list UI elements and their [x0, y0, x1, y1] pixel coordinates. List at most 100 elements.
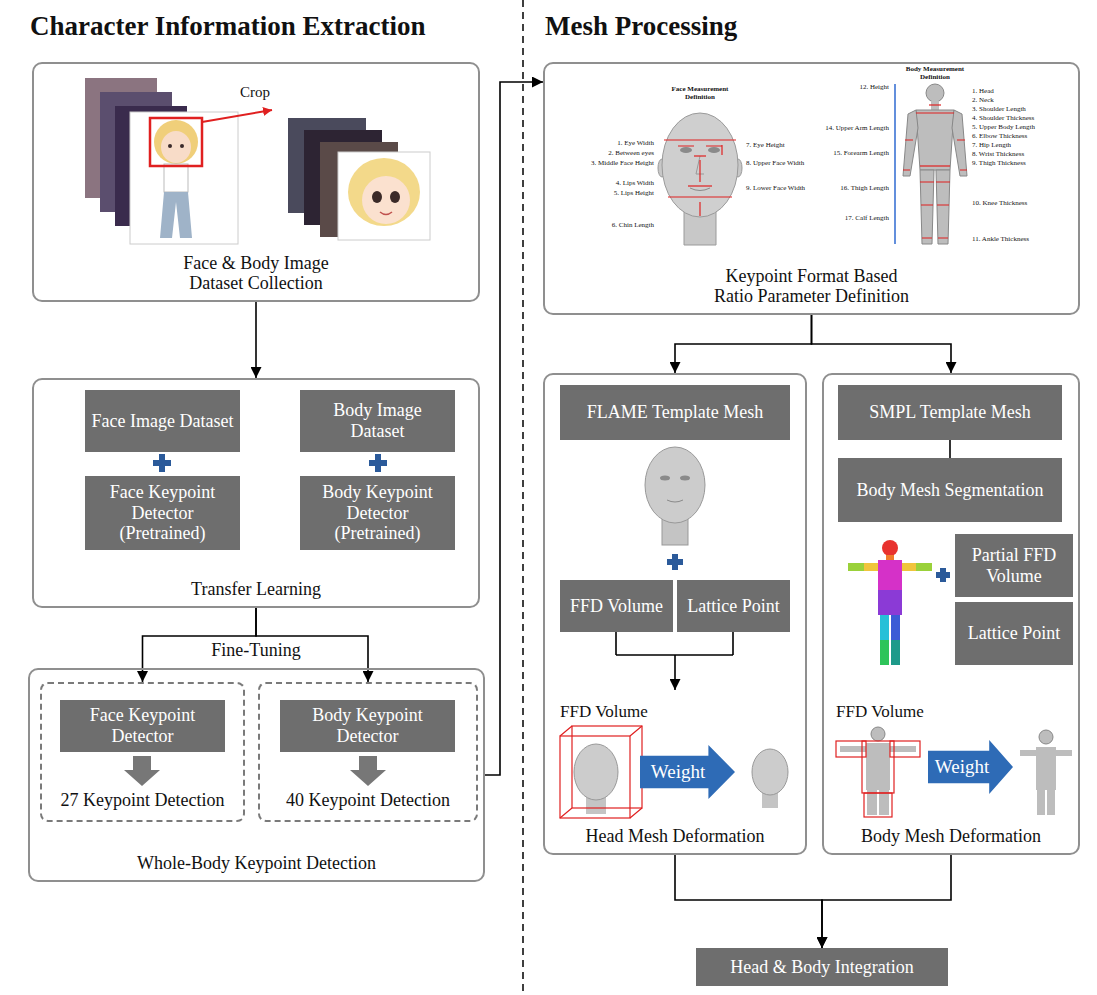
flow-arrow: [675, 855, 822, 948]
face-measurement-figure: [678, 145, 722, 146]
process-box: Body Keypoint Detector: [280, 700, 455, 752]
panel-caption: Face & Body Image Dataset Collection: [156, 253, 356, 294]
body-measurement-figure: [903, 169, 967, 170]
weight-arrow: Weight: [928, 740, 1013, 794]
figure-label: FFD Volume: [836, 703, 924, 722]
node-text: 27 Keypoint Detection: [61, 790, 225, 811]
section-title: Mesh Processing: [545, 12, 737, 42]
body-measurement-figure: [916, 110, 954, 170]
dataset-illustration: [168, 144, 172, 148]
body-measurement-figure: [894, 84, 896, 244]
ffd-head-figure: [560, 726, 642, 818]
group-box: 40 Keypoint DetectionBody Keypoint Detec…: [258, 682, 478, 822]
measurement-label: 9. Lower Face Width: [746, 185, 805, 193]
measurement-label: 6. Chin Length: [612, 222, 654, 230]
node-text: FLAME Template Mesh: [587, 402, 763, 423]
process-box: Body Image Dataset: [300, 390, 455, 452]
deformed-body-figure: [1047, 790, 1055, 815]
down-arrow-symbol: [350, 756, 386, 786]
measurement-label: 7. Eye Height: [746, 142, 785, 150]
ffd-body-figure: [836, 741, 920, 817]
node-text: Body Image Dataset: [306, 400, 449, 441]
measurement-label: 3. Shoulder Length: [972, 106, 1026, 114]
face-measurement-figure: [694, 155, 706, 156]
edge-note: Fine-Tuning: [211, 641, 300, 661]
measurement-label: 7. Hip Length: [972, 142, 1011, 150]
face-measurement-figure: [699, 202, 700, 216]
segmented-body-figure: [848, 540, 932, 665]
body-measurement-figure: [916, 112, 954, 113]
dataset-illustration: [164, 164, 188, 192]
flow-arrow: [822, 855, 951, 948]
face-measurement-figure: [662, 113, 738, 217]
node-text: Head & Body Integration: [730, 957, 913, 978]
flow-arrow: [812, 315, 952, 373]
process-panel: Transfer LearningFace Image DatasetBody …: [32, 378, 480, 608]
weight-arrow: Weight: [640, 745, 735, 799]
figure-title: Face Measurement Definition: [670, 86, 730, 101]
measurement-label: 5. Lips Height: [614, 190, 654, 198]
measurement-label: 2. Neck: [972, 97, 994, 105]
deformed-body-figure: [1020, 730, 1072, 815]
ffd-head-figure: [574, 744, 618, 800]
node-text: Weight: [928, 756, 996, 778]
process-box: Face Image Dataset: [85, 390, 240, 452]
flame-head-figure: [667, 500, 683, 502]
node-text: Body Keypoint Detector: [286, 705, 449, 746]
dataset-illustration: [130, 112, 238, 244]
process-box: Body Mesh Segmentation: [838, 458, 1062, 522]
process-box: Partial FFD Volume: [955, 534, 1073, 597]
measurement-label: 4. Lips Width: [616, 180, 654, 188]
ffd-body-figure: [836, 727, 920, 817]
merge-line: [616, 632, 733, 690]
face-measurement-figure: [664, 139, 736, 140]
body-measurement-figure: [936, 170, 950, 244]
process-panel: Keypoint Format Based Ratio Parameter De…: [543, 62, 1080, 315]
body-measurement-figure: [895, 84, 967, 244]
ffd-body-figure: [866, 743, 890, 790]
measurement-label: 12. Height: [859, 84, 889, 92]
down-arrow-symbol: [124, 756, 160, 786]
process-panel: Whole-Body Keypoint Detection27 Keypoint…: [28, 668, 485, 882]
dataset-illustration: [348, 158, 420, 226]
body-measurement-figure: [922, 237, 948, 238]
deformed-head-figure: [752, 749, 788, 808]
plus-symbol: [667, 554, 683, 570]
process-box: SMPL Template Mesh: [838, 385, 1062, 440]
body-measurement-figure: [926, 84, 944, 102]
measurement-label: 5. Upper Body Length: [972, 124, 1035, 132]
dataset-illustration: [180, 144, 184, 148]
measurement-label: 3. Middle Face Height: [591, 160, 654, 168]
process-box: Head & Body Integration: [696, 948, 948, 986]
deformed-body-figure: [1039, 730, 1053, 744]
face-measurement-figure: [699, 160, 700, 182]
face-measurement-figure: [708, 147, 720, 153]
segmented-body-figure: [886, 555, 894, 560]
measurement-label: 16. Thigh Length: [840, 185, 889, 193]
ffd-head-figure: [560, 726, 642, 818]
dataset-illustration: [338, 152, 430, 240]
ffd-body-figure: [864, 793, 892, 817]
measurement-label: 2. Between eyes: [608, 150, 654, 158]
face-measurement-figure: [668, 196, 732, 197]
ffd-head-figure: [572, 726, 642, 808]
measurement-label: 6. Elbow Thickness: [972, 133, 1027, 141]
panel-caption: Head Mesh Deformation: [586, 826, 765, 847]
process-box: Lattice Point: [677, 580, 790, 632]
flame-head-figure: [680, 476, 690, 481]
node-text: Lattice Point: [968, 623, 1060, 644]
body-measurement-figure: [952, 110, 967, 176]
node-text: Lattice Point: [687, 596, 779, 617]
arrow-shape: [928, 740, 1013, 794]
face-measurement-figure: [721, 145, 722, 155]
body-measurement-figure: [905, 139, 965, 140]
segmented-body-figure: [880, 615, 889, 640]
dataset-illustration: [160, 192, 192, 238]
face-measurement-figure: [664, 140, 736, 216]
segmented-body-figure: [878, 560, 902, 590]
measurement-label: 8. Wrist Thickness: [972, 151, 1024, 159]
panel-caption: Body Mesh Deformation: [861, 826, 1041, 847]
process-panel: Head Mesh Deformation FLAME Template Mesh…: [543, 373, 807, 855]
